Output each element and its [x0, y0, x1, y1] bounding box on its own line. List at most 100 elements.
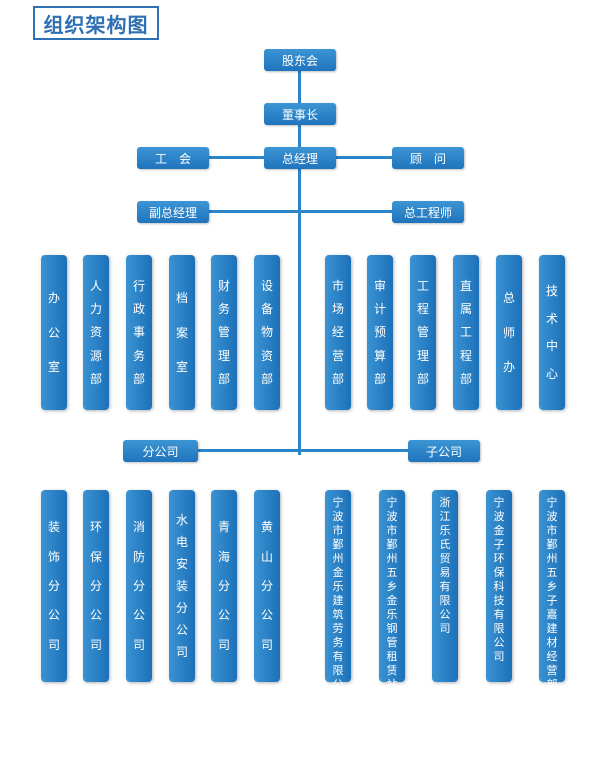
branch-box-char: 司: [217, 637, 230, 652]
subsidiary-box-char: 贸: [439, 552, 451, 565]
department-box-char: 场: [331, 302, 344, 317]
department-box-char: 务: [132, 348, 145, 363]
department-box-char: 理: [416, 348, 429, 363]
subsidiary-box-char: 筑: [332, 608, 344, 621]
department-box-char: 术: [545, 311, 558, 326]
subsidiary-box-char: 限: [439, 594, 451, 607]
subsidiary-box-char: 波: [386, 510, 398, 523]
page-title: 组织架构图: [33, 6, 159, 40]
subsidiary-box-char: 公: [439, 608, 451, 621]
deputy-engineer-line: [207, 210, 394, 213]
subsidiary-box-char: 子: [546, 594, 558, 607]
subsidiary-box-char: 易: [439, 566, 451, 579]
subsidiary-box-char: 州: [546, 552, 558, 565]
subsidiary-box-char: 司: [439, 622, 451, 635]
main-trunk-line: [298, 70, 301, 455]
subsidiary-box: 宁波市鄞州五乡金乐钢管租赁站: [379, 490, 405, 690]
department-box-char: 市: [331, 279, 344, 294]
department-box-char: 预: [373, 325, 386, 340]
branch-box-char: 青: [217, 520, 230, 535]
advisor-box: 顾 问: [392, 147, 464, 169]
department-box-char: 技: [545, 283, 558, 298]
department-box-char: 公: [47, 325, 60, 340]
subsidiary-box-char: 限: [493, 622, 505, 635]
department-box: 设备物资部: [254, 255, 280, 410]
department-box-char: 行: [132, 279, 145, 294]
department-box-char: 工: [416, 279, 429, 294]
subsidiary-box: 宁波市鄞州金乐建筑劳务有限公司: [325, 490, 351, 704]
department-box-char: 管: [217, 325, 230, 340]
subsidiary-box-char: 波: [546, 510, 558, 523]
subsidiary-box-char: 金: [386, 594, 398, 607]
branch-box-char: 分: [175, 601, 188, 615]
department-box-char: 管: [416, 325, 429, 340]
department-box-char: 工: [459, 325, 472, 340]
subsidiary-box-char: 波: [493, 510, 505, 523]
subsidiary-box-char: 波: [332, 510, 344, 523]
branch-box-char: 装: [47, 520, 60, 535]
subsidiary-box-char: 乐: [439, 524, 451, 537]
department-box: 办公室: [41, 255, 67, 410]
subsidiary-box-char: 建: [332, 594, 344, 607]
department-box: 工程管理部: [410, 255, 436, 410]
department-box-char: 经: [331, 325, 344, 340]
branch-box-char: 饰: [47, 549, 60, 564]
department-box: 财务管理部: [211, 255, 237, 410]
department-box-char: 心: [545, 367, 558, 382]
shareholders-box: 股东会: [264, 49, 336, 71]
subsidiary-box-char: 材: [546, 636, 558, 649]
branch-box-char: 司: [260, 637, 273, 652]
department-box-char: 部: [416, 371, 429, 386]
branch-box: 黄山分公司: [254, 490, 280, 682]
department-box-char: 源: [89, 348, 102, 363]
department-box-char: 务: [217, 302, 230, 317]
branch-label-box: 分公司: [123, 440, 198, 462]
subsidiary-box-char: 务: [332, 636, 344, 649]
branch-box: 环保分公司: [83, 490, 109, 682]
subsidiary-box-char: 宁: [332, 496, 344, 509]
department-box-char: 属: [459, 302, 472, 317]
branch-box: 水电安装分公司: [169, 490, 195, 682]
subsidiary-box-char: 金: [493, 524, 505, 537]
department-box-char: 资: [260, 348, 273, 363]
subsidiary-box-char: 乡: [386, 580, 398, 593]
branch-subsidiary-line: [197, 449, 410, 452]
subsidiary-box-char: 科: [493, 580, 505, 593]
branch-box-char: 公: [260, 608, 273, 623]
department-box: 市场经营部: [325, 255, 351, 410]
branch-box-char: 海: [217, 549, 230, 564]
branch-box-char: 公: [175, 623, 188, 637]
department-box-char: 部: [331, 371, 344, 386]
department-box: 直属工程部: [453, 255, 479, 410]
subsidiary-box-char: 部: [546, 678, 558, 691]
subsidiary-box-char: 有: [439, 580, 451, 593]
subsidiary-box-char: 司: [332, 692, 344, 705]
department-box-char: 计: [373, 302, 386, 317]
subsidiary-box-char: 宁: [493, 496, 505, 509]
department-box-char: 程: [459, 348, 472, 363]
department-box-char: 总: [502, 290, 515, 305]
branch-box: 消防分公司: [126, 490, 152, 682]
general-manager-box: 总经理: [264, 147, 336, 169]
department-box-char: 营: [331, 348, 344, 363]
subsidiary-box-char: 市: [332, 524, 344, 537]
branch-box-char: 公: [132, 608, 145, 623]
subsidiary-box-char: 管: [386, 636, 398, 649]
subsidiary-box-char: 金: [332, 566, 344, 579]
branch-box-char: 装: [175, 579, 188, 593]
department-box-char: 人: [89, 279, 102, 294]
subsidiary-box-char: 嘉: [546, 608, 558, 621]
subsidiary-box-char: 鄞: [386, 538, 398, 551]
branch-box-char: 黄: [260, 520, 273, 535]
subsidiary-box-char: 环: [493, 552, 505, 565]
branch-box-char: 司: [89, 637, 102, 652]
subsidiary-box-char: 有: [493, 608, 505, 621]
branch-box-char: 司: [47, 637, 60, 652]
department-box-char: 备: [260, 302, 273, 317]
subsidiary-box-char: 浙: [439, 496, 451, 509]
chairman-box: 董事长: [264, 103, 336, 125]
department-box-char: 档: [175, 290, 188, 305]
department-box-char: 办: [47, 290, 60, 305]
subsidiary-box-char: 限: [332, 664, 344, 677]
department-box: 行政事务部: [126, 255, 152, 410]
